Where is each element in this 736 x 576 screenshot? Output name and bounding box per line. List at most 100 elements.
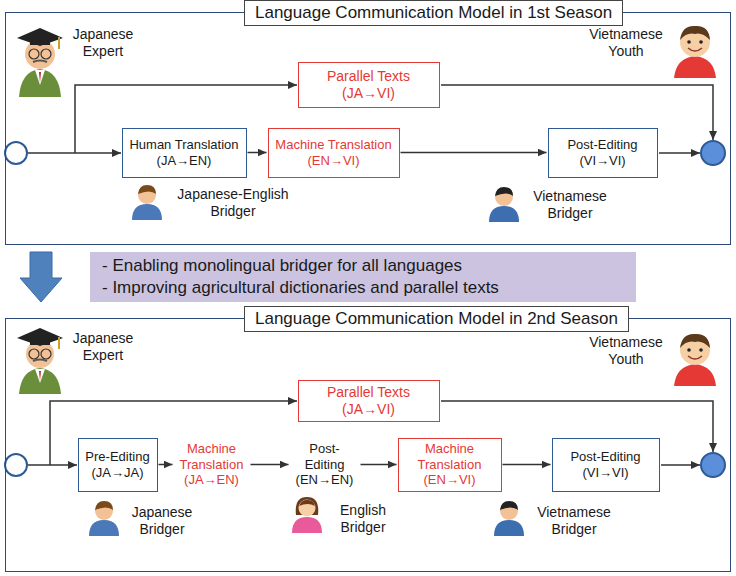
end-circle: [701, 141, 725, 477]
expert-icon-part: [25, 39, 55, 69]
resource-box: Parallel Texts (JA→VI): [298, 380, 440, 422]
resource-box: Parallel Texts (JA→VI): [298, 62, 440, 108]
flow-arrow: [251, 464, 289, 466]
expert-icon: [17, 328, 63, 394]
panel-heading: Language Communication Model in 1st Seas…: [244, 0, 623, 26]
flow-line-part: [661, 464, 700, 466]
expert-icon-part: [35, 369, 45, 383]
flow-arrow: [361, 464, 397, 466]
youth-icon-part: [687, 40, 691, 44]
expert-icon-part: [29, 49, 39, 59]
youth-icon-part: [688, 356, 702, 359]
youth-icon-part: [699, 40, 703, 44]
flow-line-part: [27, 464, 77, 466]
transition-arrow: [20, 252, 62, 302]
bridger-icon-part: [292, 517, 322, 533]
role-label: Vietnamese Bridger: [524, 188, 616, 222]
youth-icon-part: [674, 56, 716, 78]
node-text: Post-Editing (VI→VI): [556, 449, 656, 480]
process-box: Human Translation (JA→EN): [122, 128, 247, 178]
machine-box: Machine Translation (EN→VI): [268, 128, 400, 178]
bridger-icon-part: [500, 502, 518, 520]
expert-icon-part: [33, 360, 47, 362]
bridger-icon-part: [138, 186, 156, 204]
bridger-icon-part: [89, 520, 119, 536]
bridger-icon-part: [489, 206, 519, 222]
role-label: Japanese Expert: [68, 26, 138, 60]
process-step: Post-Editing (EN→EN): [290, 438, 360, 492]
role-label: Vietnamese Youth: [586, 334, 666, 368]
flow-line: [27, 85, 713, 465]
bridger-icon-part: [495, 187, 513, 196]
role-label: Vietnamese Youth: [586, 26, 666, 60]
node-text: Machine Translation (EN→VI): [272, 137, 396, 168]
machine-step: Machine Translation (JA→EN): [174, 438, 250, 492]
end-circle-part: [701, 453, 725, 477]
start-circle-part: [5, 142, 27, 164]
expert-icon-part: [17, 328, 63, 346]
bridger-icon: [89, 501, 119, 536]
bridger-icon: [132, 185, 162, 220]
bridger-icon: [494, 501, 524, 536]
role-label: Japanese-English Bridger: [168, 186, 298, 220]
bridger-icon: [489, 187, 519, 222]
expert-icon-part: [30, 339, 50, 345]
flow-arrow: [159, 464, 173, 466]
node-text: Pre-Editing (JA→JA): [82, 449, 154, 480]
bridger-icon-part: [299, 500, 316, 517]
bridger-icon: [292, 497, 322, 533]
role-label: Vietnamese Bridger: [528, 504, 620, 538]
expert-icon-part: [35, 70, 45, 85]
panel-heading: Language Communication Model in 2nd Seas…: [244, 306, 629, 332]
node-text: - Enabling monolingual bridger for all l…: [102, 255, 462, 277]
node-text: Machine Translation (JA→EN): [174, 441, 250, 488]
bridger-icon-part: [95, 501, 113, 510]
bridger-icon-part: [95, 502, 113, 520]
process-box: Post-Editing (VI→VI): [552, 438, 660, 492]
node-text: Machine Translation (EN→VI): [402, 441, 498, 488]
flow-arrow: [401, 152, 547, 154]
node-text: - Improving agricultural dictionaries an…: [102, 277, 499, 299]
role-label: Japanese Bridger: [122, 504, 202, 538]
youth-icon: [674, 334, 716, 386]
expert-icon-part: [17, 28, 63, 46]
bridger-icon-part: [495, 188, 513, 206]
node-text: Post-Editing (EN→EN): [290, 441, 360, 488]
youth-icon-part: [674, 364, 716, 386]
youth-icon: [674, 26, 716, 78]
expert-icon-part: [26, 340, 54, 368]
bridger-icon-part: [500, 501, 518, 510]
expert-icon: [17, 28, 63, 97]
flow-line-part: [659, 152, 700, 154]
process-box: Pre-Editing (JA→JA): [78, 438, 158, 492]
expert-icon-part: [41, 49, 51, 59]
flow-arrow: [503, 464, 551, 466]
youth-icon-part: [688, 48, 702, 51]
end-circle-part: [701, 141, 725, 165]
process-box: Post-Editing (VI→VI): [548, 128, 658, 178]
youth-icon-part: [687, 348, 691, 352]
role-label: English Bridger: [326, 502, 400, 536]
expert-icon-part: [19, 69, 61, 97]
node-text: Parallel Texts (JA→VI): [302, 384, 436, 418]
bridger-icon-part: [494, 520, 524, 536]
youth-icon-part: [680, 26, 710, 40]
node-text: Post-Editing (VI→VI): [552, 137, 654, 168]
expert-icon-part: [30, 39, 50, 45]
flow-line-part: [27, 152, 121, 154]
expert-icon-part: [19, 368, 61, 394]
expert-icon-part: [29, 349, 39, 359]
bridger-icon-part: [138, 185, 156, 194]
machine-box: Machine Translation (EN→VI): [398, 438, 502, 492]
expert-icon-part: [33, 61, 47, 63]
expert-icon-part: [41, 349, 51, 359]
youth-icon-part: [680, 334, 710, 348]
change-band: - Enabling monolingual bridger for all l…: [90, 252, 636, 302]
bridger-icon-part: [132, 204, 162, 220]
expert-icon-part: [39, 72, 41, 83]
youth-icon-part: [699, 348, 703, 352]
node-text: Human Translation (JA→EN): [126, 137, 243, 168]
expert-icon-part: [58, 337, 60, 349]
flow-arrow: [248, 152, 267, 154]
